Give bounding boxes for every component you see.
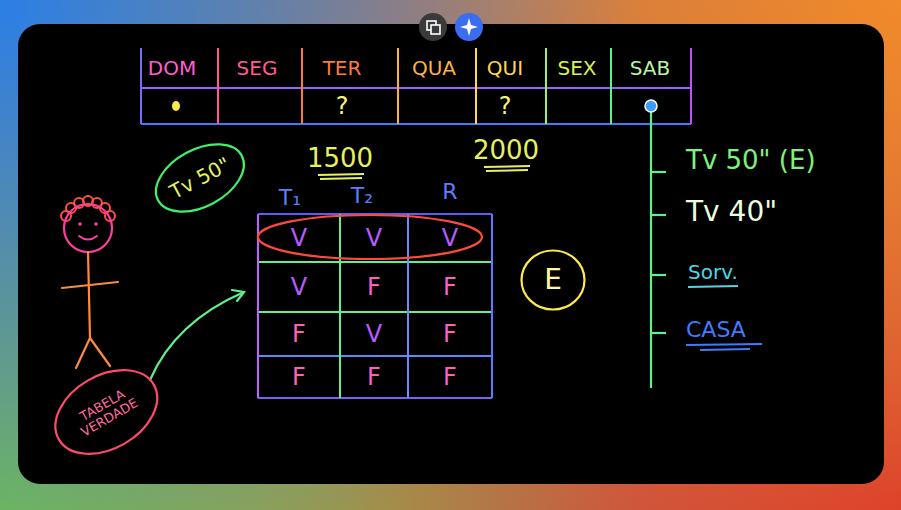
black-board [18, 24, 884, 484]
ellipse-outline [522, 251, 585, 310]
table-line [610, 48, 612, 124]
torso [88, 252, 90, 338]
underline [688, 286, 738, 287]
leg [90, 338, 110, 366]
table-cell: F [443, 274, 457, 300]
table-line [491, 214, 493, 398]
underline [484, 166, 530, 167]
day-header: QUI [487, 57, 523, 79]
day-header: SEX [557, 57, 596, 79]
table-cell: F [367, 274, 381, 300]
circled-letter: E [520, 249, 586, 311]
row-highlight [258, 215, 482, 259]
question-mark: ? [336, 93, 349, 119]
arms [62, 282, 118, 288]
table-line [397, 48, 399, 124]
option-label: Tv 50" (E) [686, 146, 816, 175]
hair [61, 196, 115, 221]
head [64, 204, 112, 252]
week-table [141, 48, 691, 124]
table-cell: F [443, 321, 457, 347]
body [62, 252, 118, 368]
table-line [258, 397, 492, 399]
option-label: CASA [686, 318, 746, 342]
table-cell: F [292, 321, 306, 347]
table-cell: V [366, 321, 382, 347]
icon-glyph [431, 25, 440, 34]
table-cell: V [366, 225, 382, 251]
smile [79, 236, 97, 240]
underline [700, 349, 750, 350]
timeline-tick [651, 332, 666, 334]
ellipse-outline [145, 131, 255, 226]
underline [318, 174, 364, 175]
table-line [141, 87, 691, 89]
price: 2000 [473, 136, 539, 165]
table-cell: F [292, 364, 306, 390]
table-line [141, 47, 691, 49]
underline [486, 170, 528, 171]
table-line [301, 48, 303, 124]
arrow-line [150, 292, 244, 380]
timeline-tick [651, 274, 666, 276]
table-line [475, 48, 477, 124]
arrow-head [232, 290, 244, 301]
column-header: T₁ [279, 186, 301, 210]
icon-glyph [460, 18, 478, 36]
price: 1500 [307, 144, 373, 173]
table-line [217, 48, 219, 124]
node-text: E [544, 265, 562, 296]
timeline [651, 106, 666, 388]
question-mark: ? [499, 93, 512, 119]
table-line [339, 214, 341, 398]
stick-figure [61, 196, 118, 368]
option-label: Sorv. [688, 261, 738, 283]
icon-button [455, 13, 483, 41]
table-line [690, 48, 692, 124]
table-line [258, 311, 492, 313]
day-header: QUA [412, 57, 456, 79]
option-label: Tv 40" [686, 197, 777, 228]
toolbar-icons [419, 13, 483, 41]
node-text: TABELA VERDADE [66, 381, 146, 444]
table-cell: V [442, 225, 458, 251]
column-header: R [442, 180, 457, 204]
underline [320, 178, 362, 179]
day-header: TER [323, 57, 362, 79]
ellipse-outline [40, 353, 171, 471]
day-dot [172, 101, 180, 111]
timeline-tick [651, 171, 666, 173]
timeline-tick [651, 214, 666, 216]
day-dot [645, 100, 657, 112]
table-line [258, 261, 492, 263]
day-header: DOM [148, 57, 196, 79]
timeline-line [650, 106, 652, 388]
leg [76, 338, 90, 368]
table-cell: V [291, 225, 307, 251]
truth-table [258, 214, 492, 398]
table-cell: F [443, 364, 457, 390]
table-cell: V [291, 274, 307, 300]
eye [94, 222, 98, 226]
icon-button [419, 13, 447, 41]
table-line [545, 48, 547, 124]
table-line [258, 355, 492, 357]
table-line [257, 214, 259, 398]
underline [686, 344, 762, 345]
table-line [141, 123, 691, 125]
eye [78, 222, 82, 226]
table-line [140, 48, 142, 124]
table-cell: F [367, 364, 381, 390]
column-header: T₂ [351, 184, 373, 208]
pointer-arrow [150, 290, 244, 380]
day-header: SAB [630, 57, 670, 79]
table-line [407, 214, 409, 398]
day-header: SEG [237, 57, 278, 79]
